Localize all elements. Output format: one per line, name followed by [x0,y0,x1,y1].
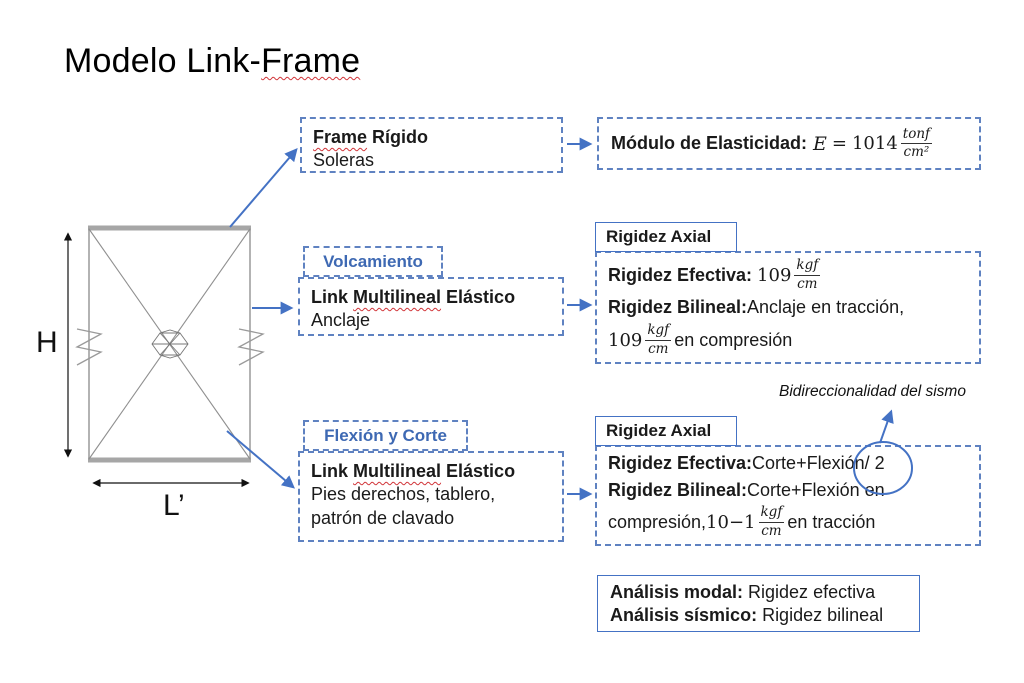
annotation-bidireccionalidad: Bidireccionalidad del sismo [779,383,966,400]
frame-diagonal-2 [88,228,251,460]
link-flexion-line3: patrón de clavado [311,507,455,528]
analisis-modal: Análisis modal: Rigidez efectiva [610,582,876,602]
circled-value: / 2 [864,453,885,473]
link-volcamiento-title: Link Multilineal Elástico [311,287,516,307]
connector-circle-to-bidireccionalidad [879,409,894,444]
link-volcamiento-subtitle: Anclaje [311,310,371,331]
box-analisis: Análisis modal: Rigidez efectiva Análisi… [597,575,920,632]
header-rigidez-axial-1: Rigidez Axial [595,222,737,252]
connector-frame-to-link-flexion [226,430,295,489]
frame-rigido-subtitle: Soleras [313,150,375,171]
box-frame-rigido: Frame Rígido Soleras [300,117,563,173]
header-rigidez-axial-2: Rigidez Axial [595,416,737,446]
height-dimension-label: H [36,326,58,359]
modulo-label: Módulo de Elasticidad: [611,133,808,153]
rigidez2-efectiva: Rigidez Efectiva: Corte+Flexión / 2 [608,453,885,473]
connector-frame-to-frame-rigido [229,148,298,228]
left-spring-icon [75,328,103,366]
frame-diagonal-1 [88,228,251,460]
box-link-volcamiento: Link Multilineal Elástico Anclaje [298,277,564,336]
page-title: Modelo Link-Frame [64,42,360,81]
rigidez2-bilineal: Rigidez Bilineal: Corte+Flexión en [608,479,885,500]
width-dimension-label: L’ [163,489,185,522]
title-text-underlined: Frame [261,42,361,80]
right-spring-icon [237,328,265,366]
shear-wall-frame [75,225,265,463]
box-rigidez-2: Rigidez Efectiva: Corte+Flexión / 2 Rigi… [595,445,981,546]
rigidez1-bilineal: Rigidez Bilineal: Anclaje en tracción, [608,297,905,317]
tag-volcamiento: Volcamiento [303,246,443,277]
modulo-var: E [813,132,827,155]
box-link-flexion: Link Multilineal Elástico Pies derechos,… [298,451,564,542]
link-flexion-title: Link Multilineal Elástico [311,461,516,481]
link-flexion-line2: Pies derechos, tablero, [311,484,496,505]
tag-flexion-corte: Flexión y Corte [303,420,468,451]
center-link-symbol [151,329,189,359]
frame-rigido-title: Frame Rígido [313,127,429,147]
analisis-sismico: Análisis sísmico: Rigidez bilineal [610,605,884,626]
title-text: Modelo Link- [64,42,262,80]
